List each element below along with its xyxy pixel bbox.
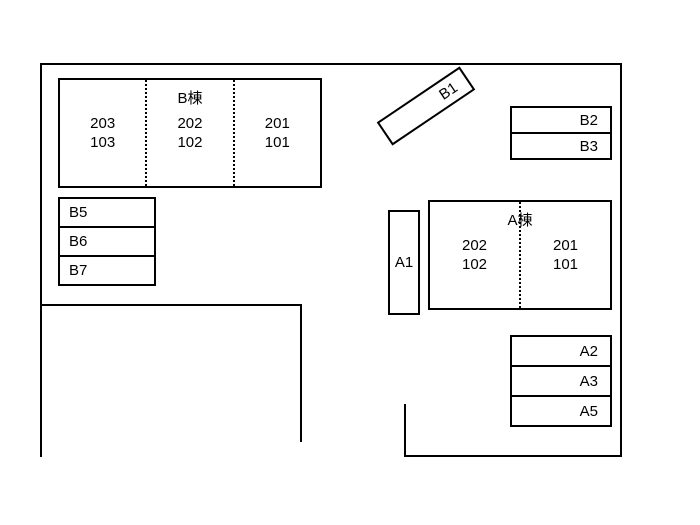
unit-number: 101 <box>264 134 290 151</box>
parking-spot-b2: B2 <box>510 106 612 134</box>
spot-label: B5 <box>69 204 88 221</box>
spot-label: B3 <box>579 137 598 155</box>
spot-label: A3 <box>579 372 598 390</box>
parking-spot-b7: B7 <box>58 255 156 286</box>
building-a-title: A棟 <box>507 212 533 229</box>
parking-stack-b23: B2 B3 <box>510 106 612 160</box>
building-b-units: 203 103 202 102 201 101 <box>60 80 320 186</box>
unit-cell-201-101: 201 101 <box>235 80 320 186</box>
building-a: A棟 202 102 201 101 <box>428 200 612 310</box>
parking-spot-a5: A5 <box>510 395 612 427</box>
spot-label: B7 <box>69 262 88 279</box>
boundary-left-line <box>40 63 42 457</box>
parking-spot-b1: B1 <box>376 66 476 146</box>
boundary-mid-vertical-line <box>300 304 302 442</box>
parking-spot-a3: A3 <box>510 365 612 397</box>
unit-cell-201-101: 201 101 <box>519 202 610 308</box>
unit-number: 101 <box>552 256 579 273</box>
unit-number: 202 <box>461 237 488 254</box>
parking-stack-b567: B5 B6 B7 <box>58 197 156 286</box>
parking-spot-a2: A2 <box>510 335 612 367</box>
unit-cell-202-102: 202 102 <box>430 202 519 308</box>
unit-number: 202 <box>177 115 203 132</box>
boundary-top-line <box>40 63 622 65</box>
parking-spot-b5: B5 <box>58 197 156 228</box>
spot-label: A1 <box>394 254 414 271</box>
boundary-entrance-stub-line <box>404 404 406 457</box>
spot-label: B2 <box>579 111 598 129</box>
parking-spot-a1: A1 <box>388 210 420 315</box>
parking-spot-b3: B3 <box>510 132 612 160</box>
unit-number: 102 <box>177 134 203 151</box>
unit-number: 201 <box>264 115 290 132</box>
building-a-units: 202 102 201 101 <box>430 202 610 308</box>
unit-number: 201 <box>552 237 579 254</box>
parking-spot-b6: B6 <box>58 226 156 257</box>
spot-label: A2 <box>579 342 598 360</box>
unit-cell-203-103: 203 103 <box>60 80 145 186</box>
spot-label: B1 <box>435 78 461 104</box>
building-b: B棟 203 103 202 102 201 101 <box>58 78 322 188</box>
boundary-right-line <box>620 63 622 457</box>
spot-label: A5 <box>579 402 598 420</box>
spot-label: B6 <box>69 233 88 250</box>
boundary-bottom-right-line <box>404 455 622 457</box>
building-b-title: B棟 <box>177 90 203 107</box>
unit-number: 103 <box>90 134 116 151</box>
unit-number: 102 <box>461 256 488 273</box>
parking-stack-a235: A2 A3 A5 <box>510 335 612 427</box>
unit-number: 203 <box>90 115 116 132</box>
unit-cell-202-102: 202 102 <box>145 80 235 186</box>
boundary-mid-horizontal-line <box>40 304 302 306</box>
